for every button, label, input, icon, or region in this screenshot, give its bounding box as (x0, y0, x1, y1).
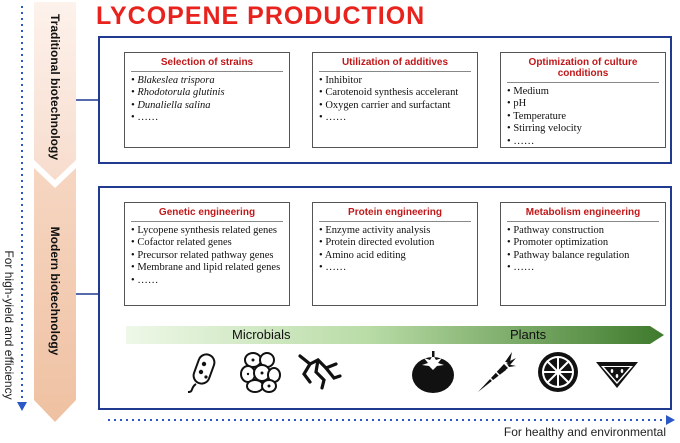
box-protein-engineering: Protein engineering • Enzyme activity an… (312, 202, 478, 306)
box-heading: Utilization of additives (319, 53, 471, 72)
yeast-cluster-icon (240, 352, 281, 393)
list-item: • Medium (507, 86, 549, 97)
watermelon-slice-icon (596, 362, 638, 388)
list-item: • Inhibitor (319, 75, 363, 86)
list-item: • Amino acid editing (319, 249, 406, 261)
list-item: • Enzyme activity analysis (319, 225, 431, 236)
box-heading: Selection of strains (131, 53, 283, 72)
list-item: • …… (131, 112, 159, 124)
list-item: • …… (131, 274, 159, 286)
plants-label: Plants (510, 327, 547, 342)
list-item: • Precursor related pathway genes (131, 249, 274, 261)
list-item: • Pathway construction (507, 225, 605, 236)
carrot-icon (478, 352, 516, 392)
list-item: • Promoter optimization (507, 237, 609, 249)
box-utilization-of-additives: Utilization of additives • Inhibitor • C… (312, 52, 478, 148)
list-item: • Rhodotorula glutinis (131, 87, 225, 99)
page-title: LYCOPENE PRODUCTION (96, 2, 426, 30)
box-genetic-engineering: Genetic engineering • Lycopene synthesis… (124, 202, 290, 306)
list-item: • Blakeslea trispora (131, 75, 215, 86)
microbials-label: Microbials (232, 327, 291, 342)
bacterium-icon (187, 353, 216, 393)
horizontal-axis-arrowhead (666, 415, 675, 425)
list-item: • Stirring velocity (507, 123, 582, 135)
tomato-icon (412, 351, 454, 393)
box-metabolism-engineering: Metabolism engineering • Pathway constru… (500, 202, 666, 306)
list-item: • Pathway balance regulation (507, 249, 630, 261)
box-optimization-of-culture-conditions: Optimization of culture conditions • Med… (500, 52, 666, 148)
box-heading: Genetic engineering (131, 203, 283, 222)
list-item: • Temperature (507, 110, 567, 122)
modern-panel (98, 186, 672, 410)
chevron-modern (34, 168, 76, 422)
list-item: • Membrane and lipid related genes (131, 262, 281, 274)
list-item: • Cofactor related genes (131, 237, 232, 249)
vertical-axis-label: For high-yield and efficiency (2, 250, 16, 400)
box-heading: Protein engineering (319, 203, 471, 222)
vertical-axis-arrowhead (17, 402, 27, 411)
list-item: • Carotenoid synthesis accelerant (319, 87, 459, 99)
horizontal-axis-label: For healthy and environmental (503, 425, 666, 439)
traditional-panel (98, 36, 672, 164)
citrus-slice-icon (538, 352, 578, 392)
list-item: • …… (507, 262, 535, 274)
host-gradient-arrow (126, 326, 664, 344)
box-heading: Optimization of culture conditions (507, 53, 659, 83)
list-item: • Oxygen carrier and surfactant (319, 99, 451, 111)
box-selection-of-strains: Selection of strains • Blakeslea trispor… (124, 52, 290, 148)
list-item: • …… (319, 262, 347, 274)
list-item: • …… (319, 112, 347, 124)
chevron-traditional (34, 2, 76, 180)
list-item: • Protein directed evolution (319, 237, 435, 249)
list-item: • …… (507, 135, 535, 147)
section-label-traditional: Traditional biotechnology (48, 13, 62, 160)
list-item: • pH (507, 98, 527, 110)
section-label-modern: Modern biotechnology (48, 226, 62, 356)
list-item: • Lycopene synthesis related genes (131, 225, 277, 236)
list-item: • Dunaliella salina (131, 99, 211, 111)
box-heading: Metabolism engineering (507, 203, 659, 222)
filamentous-fungus-icon (298, 354, 342, 390)
